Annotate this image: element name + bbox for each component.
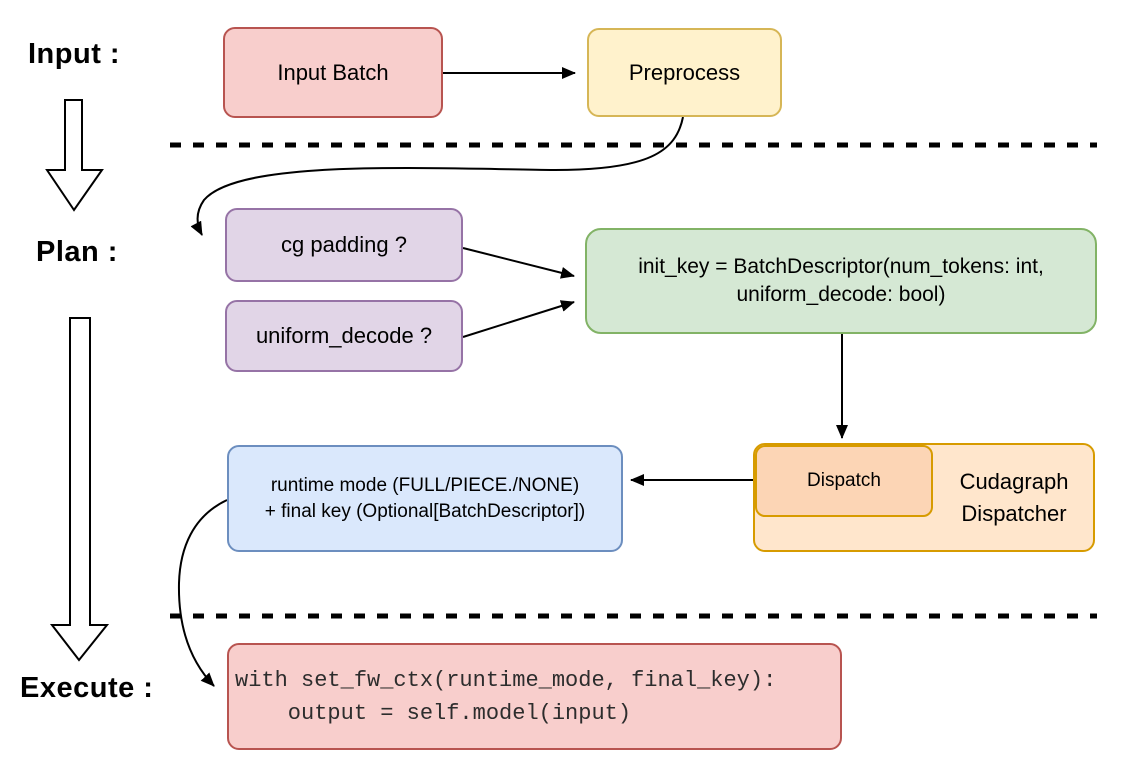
node-uniform-decode: uniform_decode ? (225, 300, 463, 372)
node-init-key: init_key = BatchDescriptor(num_tokens: i… (585, 228, 1097, 334)
node-dispatch: Dispatch (755, 445, 933, 517)
execute-code-line2: output = self.model(input) (235, 700, 632, 726)
node-preprocess: Preprocess (587, 28, 782, 117)
node-input-batch: Input Batch (223, 27, 443, 118)
node-cg-padding-label: cg padding ? (281, 232, 407, 258)
node-dispatch-label: Dispatch (807, 470, 881, 492)
execute-code-line1: with set_fw_ctx(runtime_mode, final_key)… (235, 667, 777, 693)
node-cg-padding: cg padding ? (225, 208, 463, 282)
block-arrow-plan-to-execute (49, 317, 110, 662)
arrow-uniformdecode-to-initkey (462, 300, 575, 338)
node-execute-code: with set_fw_ctx(runtime_mode, final_key)… (227, 643, 842, 750)
node-preprocess-label: Preprocess (628, 59, 741, 85)
node-runtime-mode-line2: + final key (Optional[BatchDescriptor]) (264, 500, 586, 522)
arrow-runtime-to-code (177, 499, 228, 687)
node-uniform-decode-label: uniform_decode ? (255, 323, 433, 349)
node-runtime-mode-line1: runtime mode (FULL/PIECE./NONE) (270, 474, 580, 496)
block-arrow-input-to-plan (45, 99, 104, 212)
node-cudagraph-dispatcher-label: Cudagraph Dispatcher (959, 468, 1069, 526)
node-input-batch-label: Input Batch (277, 59, 389, 85)
arrow-cgpadding-to-initkey (462, 247, 575, 279)
section-label-input: Input : (28, 38, 121, 70)
section-label-execute: Execute : (20, 672, 154, 704)
section-label-plan: Plan : (36, 236, 118, 268)
node-init-key-line1: init_key = BatchDescriptor(num_tokens: i… (638, 254, 1044, 278)
node-runtime-mode: runtime mode (FULL/PIECE./NONE) + final … (227, 445, 623, 552)
node-init-key-line2: uniform_decode: bool) (736, 283, 946, 306)
